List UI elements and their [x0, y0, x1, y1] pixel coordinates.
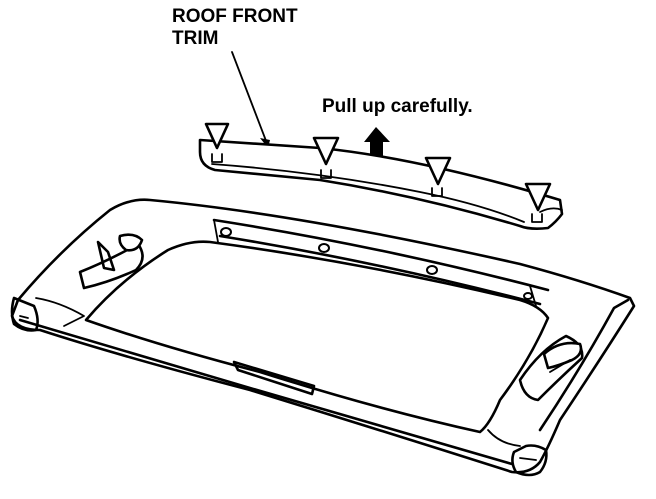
mount-hole: [318, 243, 330, 253]
clip-4: [524, 182, 552, 223]
roof-front-trim: [198, 138, 564, 230]
mount-hole: [426, 265, 438, 275]
clip-3: [424, 156, 452, 197]
leader-line: [231, 51, 269, 147]
headliner-recess: [84, 218, 550, 434]
down-triangle-icon: [524, 182, 552, 212]
down-triangle-icon: [424, 156, 452, 186]
mount-hole: [523, 292, 533, 300]
right-grab-handle: [518, 334, 584, 402]
dome-light-opening: [232, 360, 316, 396]
part-name-line2: TRIM: [172, 28, 218, 49]
left-visor-clip: [78, 233, 144, 290]
down-triangle-icon: [204, 122, 230, 150]
clip-1: [204, 122, 230, 163]
headliner-panel: [10, 198, 636, 477]
up-arrow-icon: [364, 127, 390, 158]
instruction-text: Pull up carefully.: [322, 96, 473, 117]
mount-hole: [220, 227, 232, 237]
clip-2: [312, 136, 340, 179]
down-triangle-icon: [312, 136, 340, 166]
part-name-line1: ROOF FRONT: [172, 6, 298, 27]
